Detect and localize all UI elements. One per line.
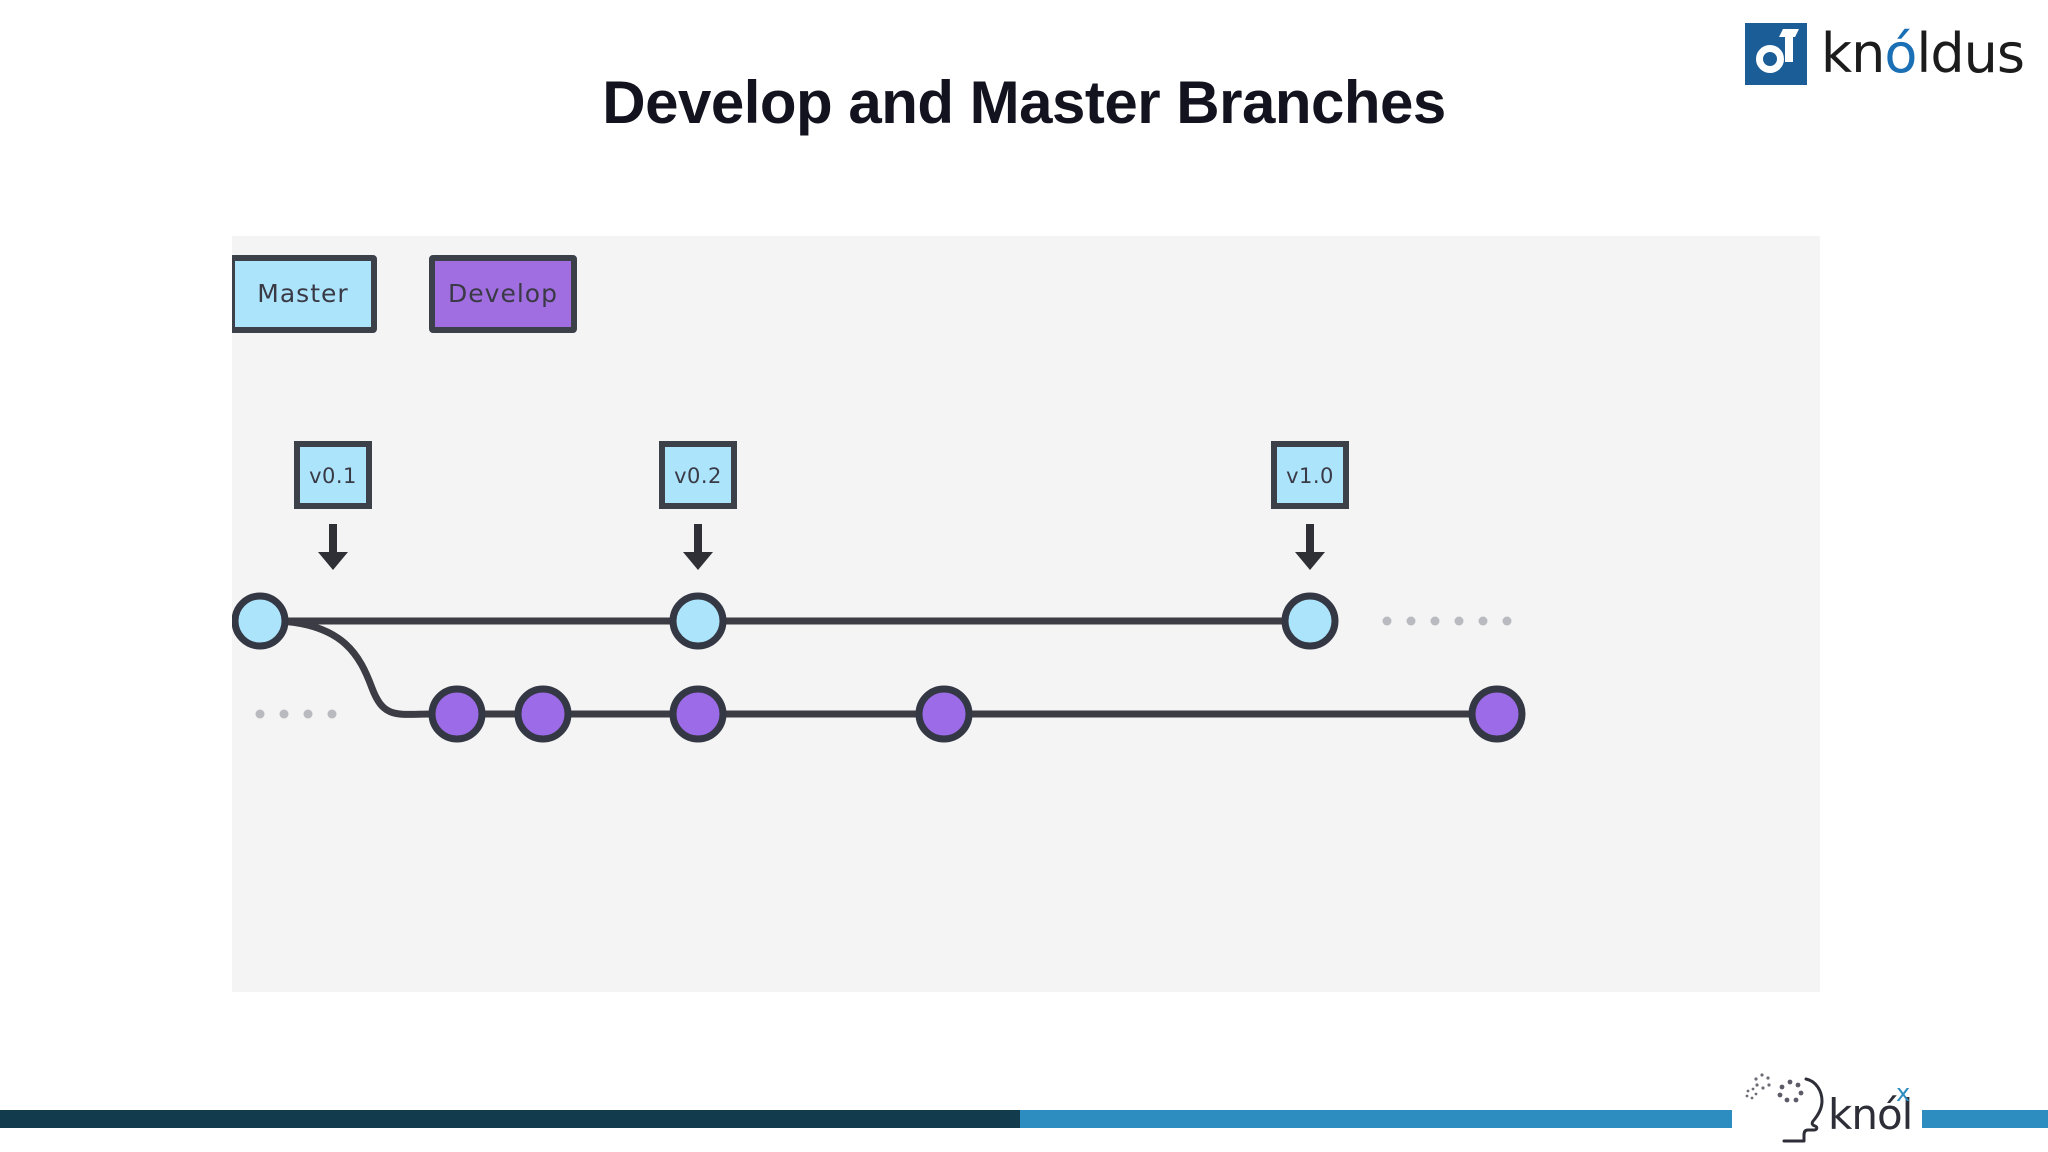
knoldus-wordmark: knóldus [1821, 27, 2025, 81]
knolx-logo: knól x [1732, 1065, 1922, 1149]
develop-commit-node [428, 685, 486, 743]
develop-commit-node [669, 685, 727, 743]
version-tag-v01-label: v0.1 [309, 464, 357, 488]
page-title: Develop and Master Branches [602, 69, 1446, 136]
version-tag-v01: v0.1 [294, 441, 372, 570]
git-branch-diagram-panel: Master Develop v0.1 v0.2 [232, 236, 1820, 992]
develop-commit-node [514, 685, 572, 743]
footer-bar-dark [0, 1110, 1020, 1128]
version-tag-v01-box [294, 441, 372, 509]
knolx-idea-dots-icon [1745, 1073, 1771, 1100]
knoldus-ring-icon [1755, 45, 1784, 73]
git-branch-diagram: Master Develop v0.1 v0.2 [232, 255, 1526, 743]
master-commit-node [232, 592, 289, 650]
knoldus-o-mark-icon [1744, 23, 1807, 85]
knoldus-logo: knóldus [1744, 22, 2025, 86]
version-tag-v10-arrow-icon [1295, 524, 1325, 570]
version-tag-v02-arrow-icon [683, 524, 713, 570]
legend-master-label: Master [257, 279, 348, 308]
knoldus-stem-icon [1784, 36, 1793, 62]
branch-curve-master-to-develop [276, 617, 436, 718]
knoldus-wordmark-part2: ldus [1916, 22, 2025, 85]
version-tag-v02-label: v0.2 [674, 464, 722, 488]
develop-commit-node [915, 685, 973, 743]
knolx-superscript-x: x [1896, 1079, 1910, 1107]
knolx-wordmark: knól [1828, 1090, 1912, 1139]
master-commit-node [669, 592, 727, 650]
version-tag-v02: v0.2 [659, 441, 737, 570]
version-tag-v01-arrow-icon [318, 524, 348, 570]
version-tag-v10: v1.0 [1271, 441, 1349, 570]
master-commit-node [1281, 592, 1339, 650]
knoldus-wordmark-part1: kn [1820, 22, 1885, 85]
legend-develop [429, 255, 577, 333]
legend-develop-label: Develop [448, 279, 558, 308]
knolx-gear-icon [1777, 1079, 1804, 1103]
version-tag-v10-box [1271, 441, 1349, 509]
master-branch-trailing-dots [1382, 616, 1512, 626]
legend-master [232, 255, 377, 333]
version-tag-v10-label: v1.0 [1286, 464, 1334, 488]
version-tag-v02-box [659, 441, 737, 509]
knolx-head-icon [1782, 1077, 1824, 1143]
knoldus-wordmark-accent: ó [1884, 22, 1917, 85]
develop-commit-node [1468, 685, 1526, 743]
develop-branch-leading-dots [255, 709, 337, 719]
